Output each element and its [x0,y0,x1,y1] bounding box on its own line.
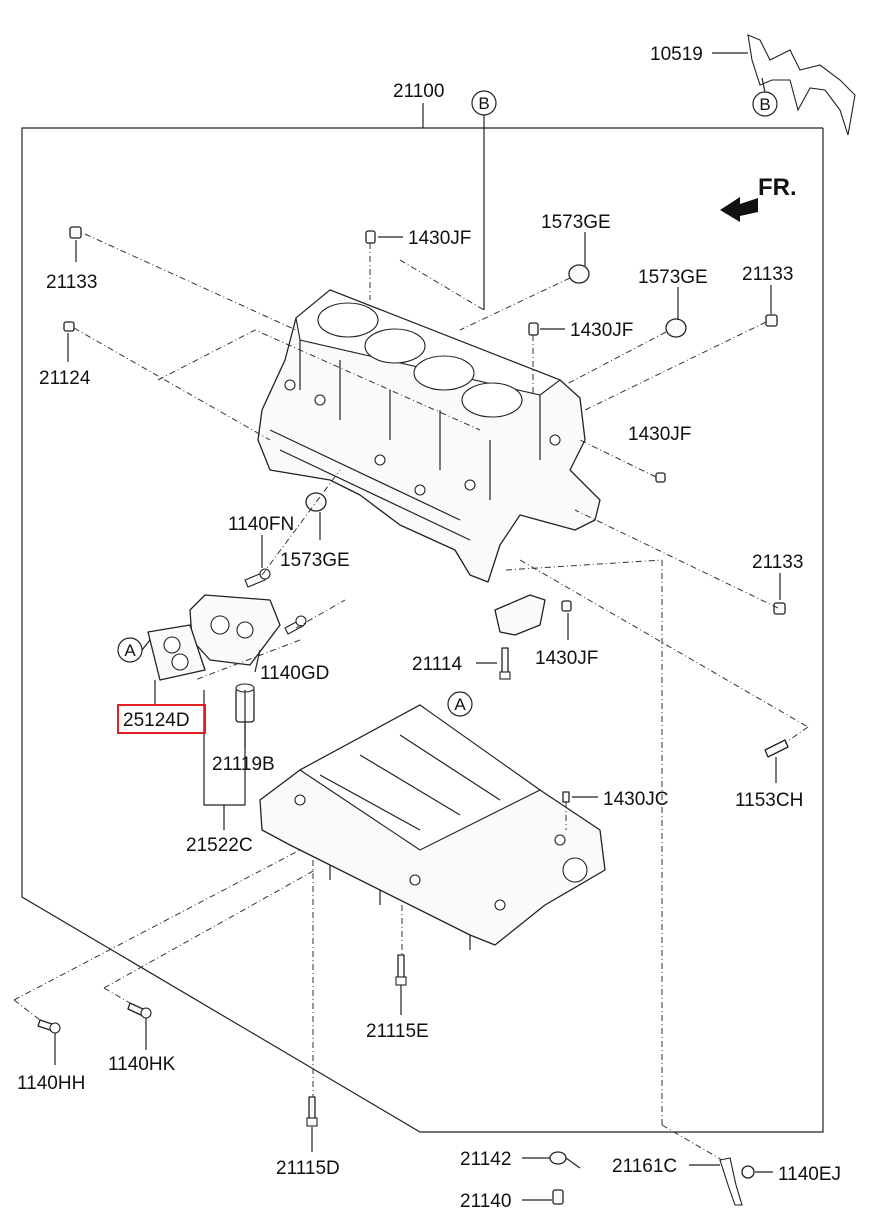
label-21114: 21114 [412,654,462,675]
ref-circle-a-ladder: A [447,691,473,717]
label-1140hh: 1140HH [17,1073,85,1094]
label-1573ge-c: 1573GE [280,550,350,571]
front-arrow-icon [720,197,758,222]
label-21133-c: 21133 [752,552,803,573]
label-21100: 21100 [393,81,444,102]
bolt-21115e-icon [395,954,407,986]
label-1430jf-d: 1430JF [535,648,598,669]
part-10519-gasket-icon [747,34,856,136]
label-1430jf-b: 1430JF [570,320,633,341]
stud-1153ch-icon [764,739,789,758]
svg-text:A: A [454,695,466,714]
pin-21124-icon [63,321,75,332]
label-1430jf-a: 1430JF [408,228,471,249]
plug-21133-a-icon [69,226,82,239]
bolt-21115d-icon [306,1096,318,1127]
svg-text:B: B [759,95,770,114]
label-1140ej: 1140EJ [778,1164,841,1185]
pin-1430jf-a-icon [365,230,376,244]
label-21115e: 21115E [366,1021,429,1042]
plug-21133-c-icon [773,602,786,615]
label-21115d: 21115D [276,1158,340,1179]
bracket-21161c-icon [719,1157,743,1206]
label-21161c: 21161C [612,1156,677,1177]
label-1153ch: 1153CH [735,790,803,811]
svg-text:B: B [478,94,489,113]
bolt-1140gd-icon [284,615,307,635]
bolt-1140fn-icon [244,568,271,588]
pin-1430jf-c-icon [655,472,666,483]
label-21133-a: 21133 [46,272,97,293]
bolt-21114-icon [499,647,511,680]
label-1140hk: 1140HK [108,1054,176,1075]
pin-1430jf-d-icon [561,600,572,612]
oil-filter-bracket-icon [189,594,281,666]
label-21140: 21140 [460,1191,511,1211]
label-1573ge-a: 1573GE [541,212,611,233]
highlight-box-25124d [117,704,206,734]
plug-1573ge-b-icon [665,318,687,338]
label-1573ge-b: 1573GE [638,267,708,288]
bolt-1140hk-icon [127,1002,152,1019]
cylinder-block-icon [257,289,601,583]
plug-1573ge-a-icon [568,264,590,284]
label-25124d: 25124D [123,710,190,731]
pin-1430jc-icon [562,791,570,803]
svg-text:A: A [124,641,136,660]
ref-circle-b-top: B [471,90,497,116]
leader-lines [54,232,781,1201]
label-21133-b: 21133 [742,264,793,285]
label-21124: 21124 [39,368,91,389]
label-21119b: 21119B [212,754,275,775]
plug-1573ge-c-icon [305,492,327,512]
label-10519: 10519 [650,44,703,65]
sensor-21142-icon [549,1151,581,1169]
label-1140fn: 1140FN [228,514,294,535]
bearing-cap-icon [494,594,546,636]
reference-lines [13,233,809,1161]
front-label: FR. [758,174,797,201]
label-21522c: 21522C [186,835,253,856]
ref-circle-a-left: A [117,637,143,663]
label-1140gd: 1140GD [260,663,329,684]
plug-21140-icon [552,1189,564,1205]
plug-21133-b-icon [765,314,778,327]
gasket-25124d-icon [147,624,206,681]
ref-circle-b-right: B [752,91,778,117]
label-21142: 21142 [460,1149,511,1170]
leader-b-right [761,77,766,93]
bolt-1140hh-icon [37,1019,61,1034]
bolt-1140ej-icon [741,1165,755,1179]
label-1430jf-c: 1430JF [628,424,691,445]
leader-a-left [141,639,151,651]
assembly-frame [21,127,824,1133]
label-1430jc: 1430JC [603,789,669,810]
ladder-frame-icon [259,704,606,950]
pin-1430jf-b-icon [528,322,539,336]
